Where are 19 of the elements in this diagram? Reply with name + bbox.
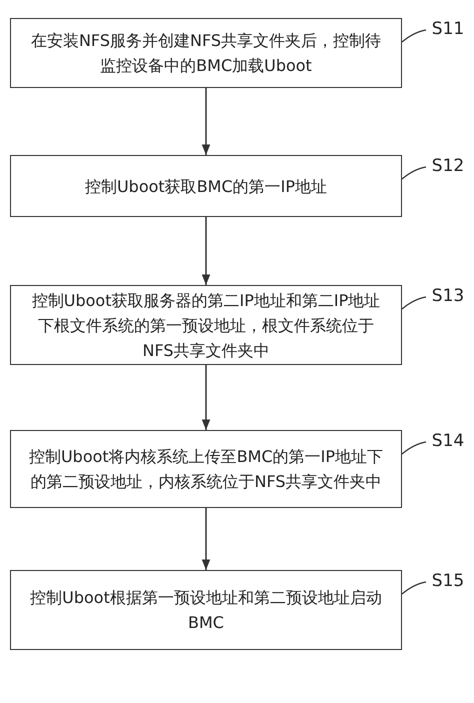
step-label: S13 [428,285,468,307]
step-label: S14 [428,430,468,452]
arrow [202,88,210,155]
leader-line [402,166,426,180]
arrow [202,217,210,285]
arrow [202,365,210,430]
process-box: 控制Uboot获取BMC的第一IP地址 [10,155,402,217]
process-box: 在安装NFS服务并创建NFS共享文件夹后，控制待监控设备中的BMC加载Uboot [10,18,402,88]
process-box: 控制Uboot将内核系统上传至BMC的第一IP地址下的第二预设地址，内核系统位于NFS共享文件夹中 [10,430,402,508]
leader-line [402,296,426,310]
step-label: S11 [428,18,468,40]
step-label: S15 [428,570,468,592]
leader-line [402,581,426,594]
leader-line [402,29,426,42]
step-label: S12 [428,155,468,177]
process-box: 控制Uboot根据第一预设地址和第二预设地址启动BMC [10,570,402,650]
process-box: 控制Uboot获取服务器的第二IP地址和第二IP地址下根文件系统的第一预设地址，根文件系统位于NFS共享文件夹中 [10,285,402,365]
leader-line [402,441,426,454]
arrow [202,508,210,570]
